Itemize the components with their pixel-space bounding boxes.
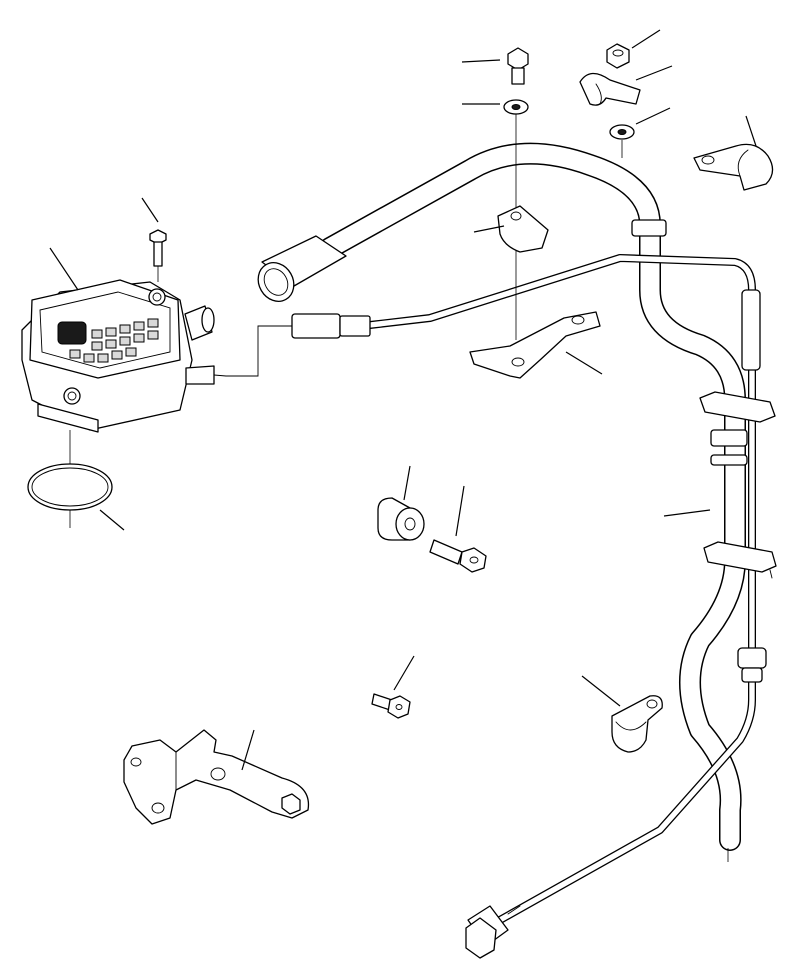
controller-module: [21, 279, 227, 433]
leader-line: [241, 729, 255, 771]
clamp: [611, 695, 663, 753]
leader-line: [473, 225, 505, 233]
spacer: [377, 497, 425, 541]
leader-line: [565, 351, 603, 375]
leader-line: [455, 485, 465, 537]
mounting-bracket: [469, 311, 601, 379]
wire-harness: [225, 254, 767, 959]
o-ring-seal: [27, 430, 113, 528]
bolt: [371, 693, 411, 719]
bolt: [149, 229, 167, 282]
clamp: [693, 143, 774, 191]
leader-line: [393, 655, 415, 691]
mounting-bracket: [123, 729, 310, 825]
connector-pin-grid: [69, 318, 159, 363]
clamp: [497, 205, 549, 253]
bolt: [429, 539, 487, 573]
clamp: [699, 391, 777, 579]
leader-line: [49, 247, 79, 291]
nut: [606, 43, 630, 69]
leader-line: [99, 509, 125, 531]
leader-line: [141, 197, 159, 223]
callout-leaders: [49, 29, 757, 771]
leader-line: [635, 107, 671, 125]
leader-line: [745, 115, 757, 147]
washer: [609, 124, 635, 158]
leader-line: [403, 465, 411, 501]
clamp: [579, 72, 641, 106]
leader-line: [581, 675, 621, 707]
hose-assembly: [257, 142, 748, 862]
leader-line: [631, 29, 661, 49]
leader-line: [663, 509, 711, 517]
bolt: [507, 47, 529, 85]
leader-line: [461, 59, 501, 63]
washer: [503, 99, 529, 115]
leader-line: [635, 65, 673, 81]
